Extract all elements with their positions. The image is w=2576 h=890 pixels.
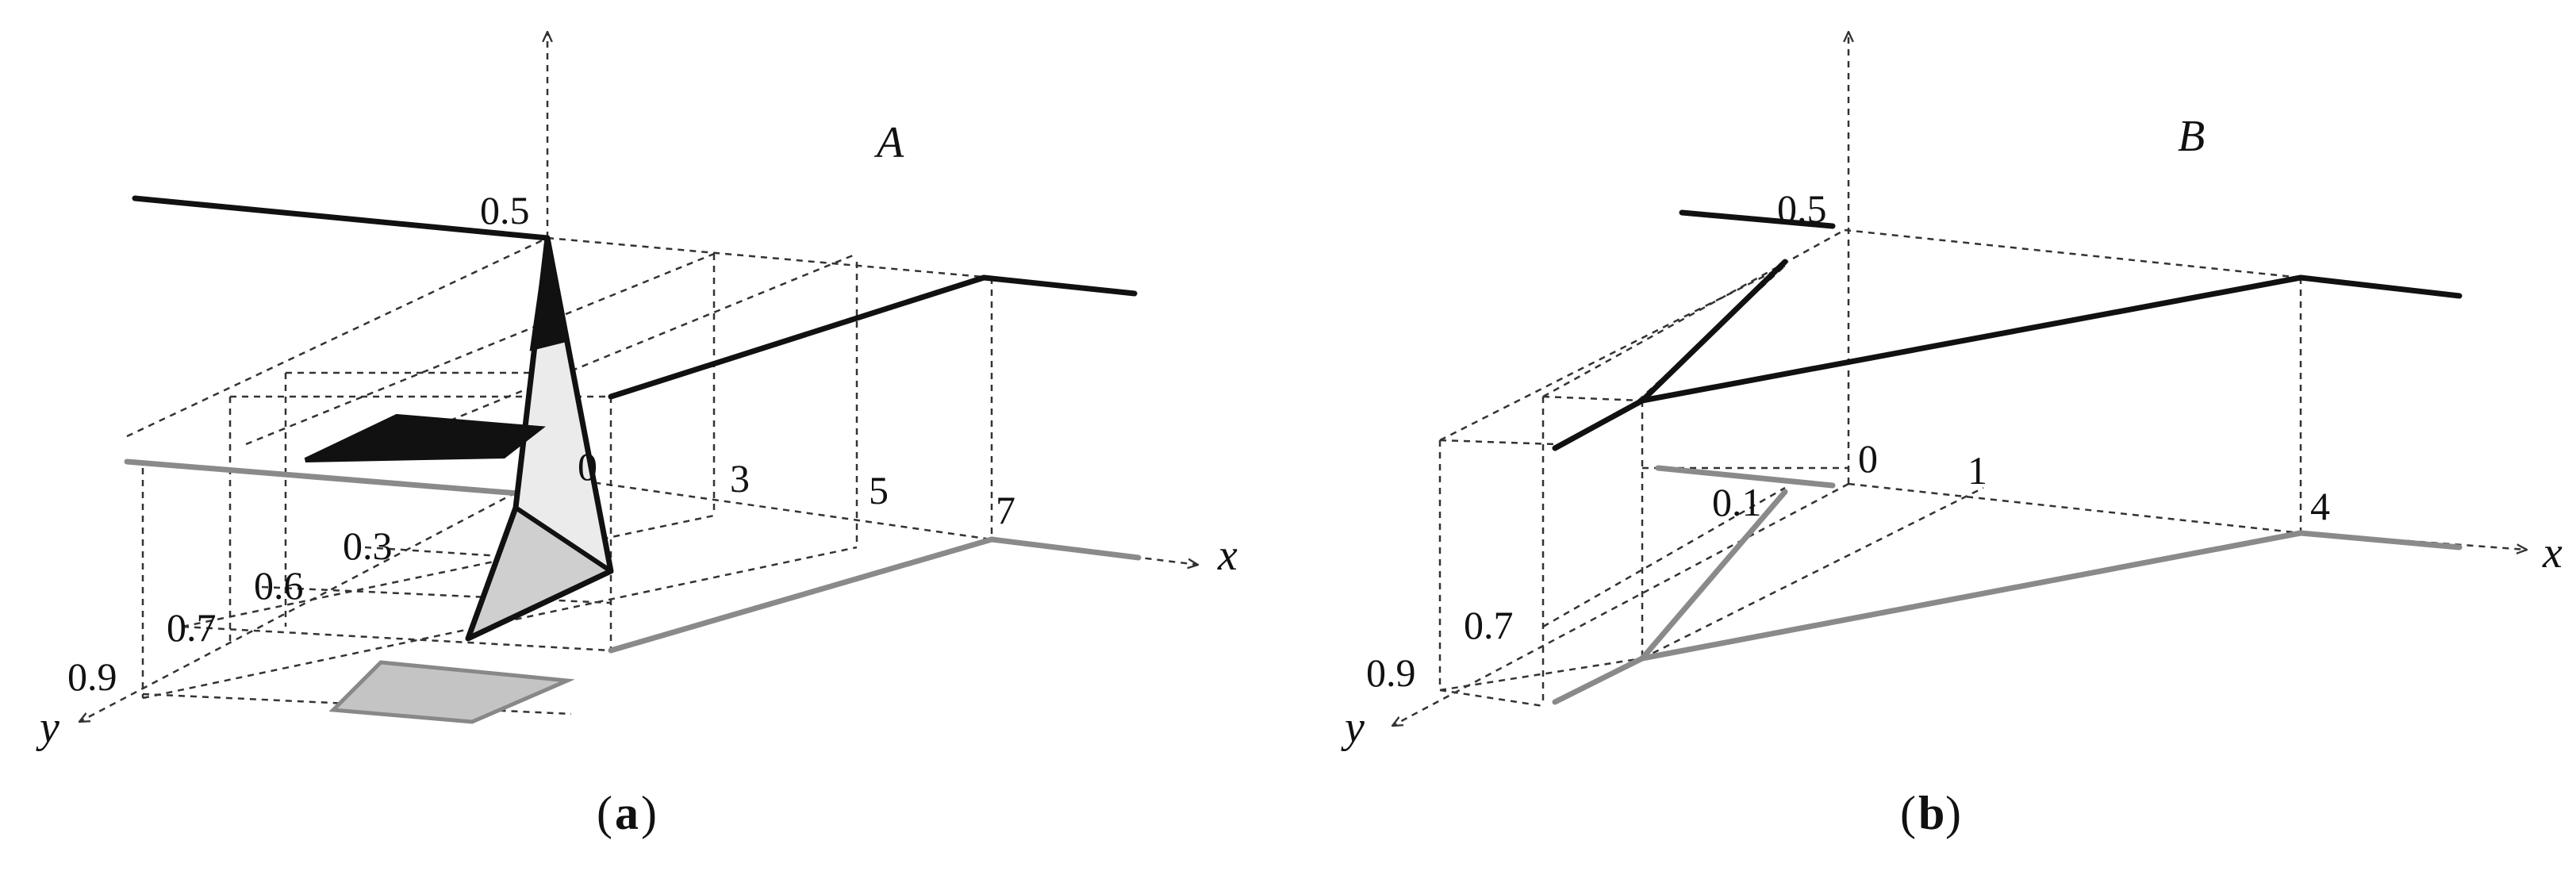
panel-a-x-tick-5: 5	[869, 468, 889, 512]
panel-a-grey-line-right	[608, 536, 995, 654]
panel-a-top-line-left	[132, 195, 551, 241]
panel-b-y-tick-0.1: 0.1	[1712, 480, 1762, 524]
panel-a-y-tick-0.6: 0.6	[254, 563, 304, 608]
panel-a-x-tick-7: 7	[996, 488, 1015, 532]
panel-b-caption-close: )	[1945, 787, 1961, 839]
panel-a: A 0.5 0 3 5 7 0.3 0.6 0.7 0.9 x y ( a )	[36, 32, 1238, 839]
panel-a-x-tick-0: 0	[578, 444, 597, 489]
panel-b-grey-line-short	[1655, 465, 1836, 489]
panel-a-caption: a	[615, 787, 639, 839]
panel-a-black-square	[304, 413, 546, 462]
panel-a-caption-open: (	[597, 787, 612, 839]
panel-a-x-label: x	[1217, 531, 1238, 580]
panel-a-y-label: y	[36, 703, 60, 752]
panel-b-grey-line-long	[1639, 530, 2304, 662]
panel-a-spike-upper	[529, 237, 566, 351]
panel-a-title: A	[873, 118, 904, 167]
panel-b-z-tick: 0.5	[1777, 186, 1827, 231]
panel-b: B 0.5 0 1 4 0.1 0.7 0.9 x y ( b )	[1341, 32, 2563, 839]
panel-a-y-tick-0.7: 0.7	[167, 605, 217, 650]
panel-b-x-label: x	[2542, 528, 2563, 577]
panel-b-y-axis	[1392, 482, 1849, 726]
panel-b-x-tick-4: 4	[2310, 484, 2330, 528]
panel-b-y-label: y	[1341, 703, 1365, 752]
panel-a-y-axis	[79, 474, 548, 722]
panel-a-grey-square	[328, 660, 575, 724]
panel-b-top-line-left	[1679, 209, 1836, 229]
panel-b-grey-line-x	[2298, 530, 2463, 550]
panel-b-x-tick-1: 1	[1968, 448, 1987, 493]
panel-b-membership-line	[1552, 259, 1788, 451]
panel-a-spike	[465, 235, 614, 642]
panel-a-grey-line-left	[124, 458, 551, 499]
panel-a-x-tick-3: 3	[730, 456, 750, 501]
panel-b-y-tick-0.9: 0.9	[1366, 650, 1416, 695]
panel-b-caption: b	[1918, 787, 1944, 839]
panel-a-top-line-right	[608, 274, 1138, 400]
panel-b-x-tick-0: 0	[1858, 436, 1878, 481]
panel-b-top-line-right	[1639, 274, 2463, 404]
panel-b-y-tick-0.7: 0.7	[1464, 603, 1514, 647]
panel-a-z-tick: 0.5	[480, 188, 530, 232]
panel-b-caption-open: (	[1900, 787, 1916, 839]
panel-b-title: B	[2178, 112, 2205, 161]
panel-a-y-tick-0.9: 0.9	[67, 654, 117, 699]
panel-a-grey-line-x	[989, 536, 1142, 561]
panel-a-y-tick-0.3: 0.3	[343, 524, 393, 568]
panel-a-caption-close: )	[641, 787, 657, 839]
